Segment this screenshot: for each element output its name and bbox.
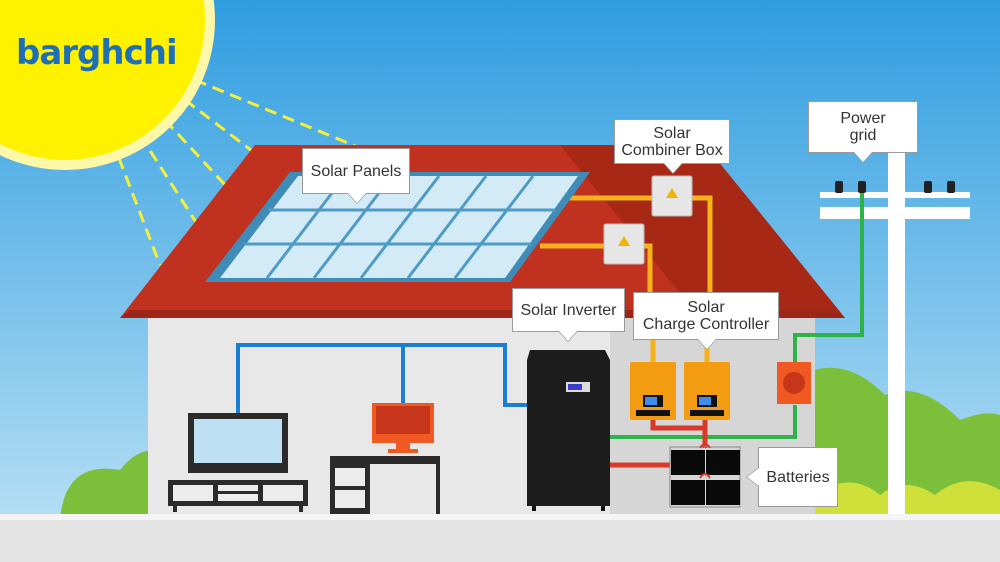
brand-logo: barghchi [16,33,178,73]
callout-power-grid: Power grid [808,101,918,163]
insulator [947,181,955,193]
combiner-box [603,175,693,265]
utility-pole [820,150,970,520]
tv-stand [168,480,308,512]
callout-charge-controller: Solar Charge Controller [633,292,779,350]
label-charge-controller-line1: Solar [687,299,725,316]
callout-combiner-box: Solar Combiner Box [614,119,730,174]
charge-controller [630,362,730,420]
television [188,413,288,473]
callout-solar-panels: Solar Panels [302,148,410,204]
label-solar-inverter: Solar Inverter [520,301,617,319]
grid-meter [777,362,811,404]
insulator [858,181,866,193]
grid-wire [610,193,864,439]
ground-edge [0,514,1000,520]
battery-wires [610,420,708,468]
home-ac-wires [236,343,530,415]
callout-batteries: Batteries [746,447,838,507]
label-charge-controller-line2: Charge Controller [642,316,770,333]
label-combiner-box-line1: Solar [653,124,691,142]
label-solar-panels: Solar Panels [310,162,402,180]
battery-bank [669,443,741,508]
label-combiner-box-line2: Combiner Box [621,141,723,159]
ground [0,518,1000,562]
desk [330,456,440,514]
insulator [924,181,932,193]
insulator [835,181,843,193]
label-batteries: Batteries [766,468,830,486]
computer-monitor [372,403,434,453]
sun-core [0,0,205,160]
label-power-grid-line1: Power [840,110,886,127]
callout-solar-inverter: Solar Inverter [512,288,625,342]
label-power-grid-line2: grid [849,127,877,144]
solar-inverter [527,350,610,511]
